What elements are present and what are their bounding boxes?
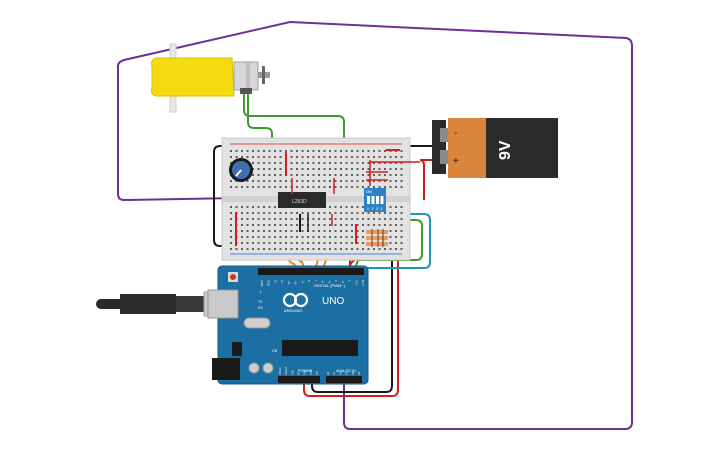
power-pin-label: GND <box>310 369 313 375</box>
battery-voltage-label: 9V <box>497 140 514 160</box>
analog-pin-label: A0 <box>326 371 330 375</box>
dc-gear-motor[interactable] <box>151 43 271 113</box>
arduino-tx-label: TX <box>258 300 263 304</box>
battery-plus-label: + <box>453 156 459 167</box>
dip-switch-pos-3: 3 <box>376 207 378 211</box>
wire-green-switch-2[interactable] <box>353 219 423 273</box>
wire-battery-positive[interactable] <box>419 159 440 200</box>
motor-gearbox <box>151 57 235 97</box>
digital-pin-label: RX 0 <box>361 280 365 286</box>
power-pin-label: RESET <box>285 366 288 375</box>
arduino-power-header <box>278 376 320 383</box>
breadboard-jumpers[interactable] <box>235 149 420 246</box>
power-pin-label: VIN <box>316 371 319 375</box>
dip-switch-pos-2: 2 <box>372 207 374 211</box>
wire-teal-1[interactable] <box>361 213 431 272</box>
digital-pin-label: TX 1 <box>354 280 358 286</box>
digital-pin-label: ~10 <box>294 280 298 285</box>
power-pin-label: IOREF <box>279 367 282 375</box>
wire-green-motor-2[interactable] <box>247 92 273 238</box>
arduino-model: UNO <box>322 296 344 307</box>
arduino-analog-label: ANALOG IN <box>336 369 356 373</box>
arduino-board <box>217 265 369 385</box>
dip-switch-pos-1: 1 <box>367 207 369 211</box>
digital-pin-label: 8 <box>307 280 311 282</box>
arduino-power-label: POWER <box>298 369 312 373</box>
potentiometer[interactable] <box>229 158 253 182</box>
analog-pin-label: A4 <box>351 371 355 375</box>
breadboard-holes <box>230 150 403 250</box>
dip-switch-on-label: ON <box>366 189 372 194</box>
digital-pin-label: AREF <box>260 280 264 287</box>
analog-pin-label: A3 <box>345 371 349 375</box>
digital-pin-label: 13 <box>274 280 278 283</box>
wire-green-motor-1[interactable] <box>243 92 345 240</box>
arduino-brand: ARDUINO <box>284 308 302 313</box>
arduino-on-label: ON <box>272 349 278 353</box>
wire-black-gnd[interactable] <box>311 260 393 393</box>
arduino-analog-header <box>326 376 362 383</box>
arduino-digital-header <box>258 268 364 275</box>
digital-pin-label: GND <box>267 280 271 286</box>
digital-pin-label: 4 <box>334 280 338 282</box>
wire-red-5v[interactable] <box>303 252 399 397</box>
motor-terminal <box>240 88 252 94</box>
arduino-digital-label: DIGITAL (PWM~) <box>314 283 346 288</box>
motor-driver-chip[interactable]: L293D <box>278 192 326 208</box>
analog-pin-label: A5 <box>357 371 361 375</box>
battery-9v[interactable]: - + 9V <box>432 118 558 178</box>
digital-pin-label: 12 <box>280 280 284 283</box>
digital-pin-label: 2 <box>348 280 352 282</box>
battery-minus-label: - <box>454 128 457 139</box>
digital-pin-label: ~5 <box>327 280 331 284</box>
digital-pin-label: ~9 <box>300 280 304 284</box>
resistors[interactable] <box>366 229 388 247</box>
arduino-microcontroller <box>282 340 358 356</box>
digital-pin-label: ~3 <box>341 280 345 284</box>
power-pin-label: 3.3V <box>291 370 294 375</box>
dip-switch[interactable]: ON 1 2 3 4 <box>364 188 386 212</box>
arduino-usb-port <box>207 289 239 319</box>
motor-driver-label: L293D <box>292 199 307 205</box>
arduino-l-label: L <box>260 290 262 294</box>
digital-pin-label: ~6 <box>321 280 325 284</box>
arduino-logo <box>282 292 309 308</box>
power-pin-label: 5V <box>298 372 301 375</box>
arduino-uno[interactable]: UNO ARDUINO DIGITAL (PWM~) POWER ANALOG … <box>207 265 369 385</box>
wire-black-rail-left[interactable] <box>213 145 238 247</box>
arduino-power-jack <box>212 358 240 380</box>
wire-purple-loop[interactable] <box>117 20 633 430</box>
analog-pin-label: A2 <box>338 371 342 375</box>
digital-pin-label: ~11 <box>287 280 291 285</box>
analog-pin-label: A1 <box>332 371 336 375</box>
digital-pin-label: 7 <box>314 280 318 282</box>
dip-switch-pos-4: 4 <box>381 207 383 211</box>
power-pin-label: GND <box>304 369 307 375</box>
arduino-rx-label: RX <box>258 306 264 310</box>
